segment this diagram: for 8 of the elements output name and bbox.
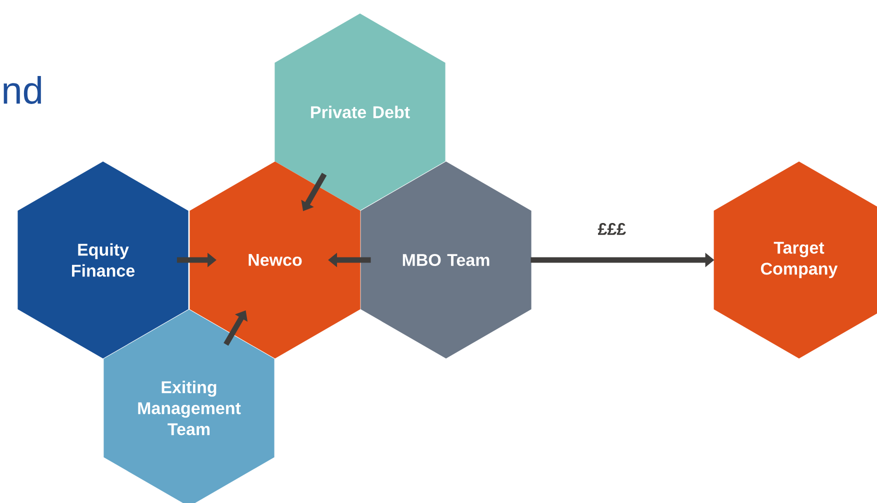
hexagon: Private Debt xyxy=(274,14,446,210)
heading: nd xyxy=(4,76,41,104)
edge-label: £££ xyxy=(596,222,628,236)
hexagon: Newco xyxy=(190,162,360,358)
hexagon: Equity Finance xyxy=(18,162,188,358)
hexagon: Exiting Management Team xyxy=(104,310,274,503)
hexagon: MBO Team xyxy=(360,162,532,358)
hexagon: Target Company xyxy=(714,162,877,358)
